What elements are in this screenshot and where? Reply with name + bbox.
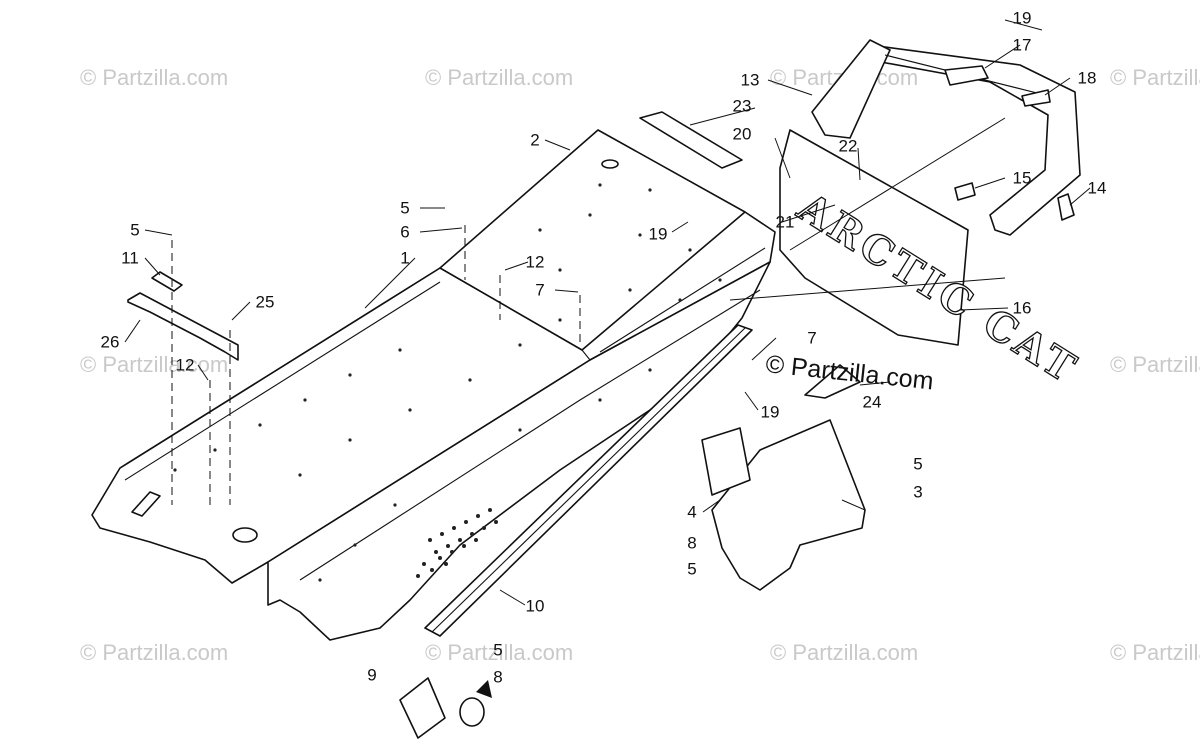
snow-flap: [779, 129, 969, 346]
callout-5: 5: [400, 199, 409, 218]
watermark: © Partzilla.com: [80, 640, 228, 665]
bracket-part-24: [804, 364, 861, 399]
callout-12: 12: [526, 253, 545, 272]
callout-15: 15: [1013, 169, 1032, 188]
watermark: © Partzilla.com: [425, 640, 573, 665]
bracket-part-4: [701, 427, 751, 496]
callout-14: 14: [1088, 179, 1107, 198]
callout-16: 16: [1013, 299, 1032, 318]
callout-18: 18: [1078, 69, 1097, 88]
rivet-holes: [173, 183, 722, 582]
tunnel-access-hole: [232, 527, 258, 543]
watermark: © Partzilla.com: [425, 65, 573, 90]
callout-5: 5: [130, 221, 139, 240]
tunnel-slot: [131, 491, 161, 517]
watermark: © Partzilla.com: [1110, 352, 1200, 377]
callout-17: 17: [1013, 36, 1032, 55]
callout-1: 1: [400, 249, 409, 268]
bumper-left-plate: [811, 39, 891, 139]
leader-lines: [124, 19, 1091, 606]
callout-13: 13: [741, 71, 760, 90]
arrow-icon: [476, 680, 492, 698]
callout-24: 24: [863, 393, 882, 412]
watermark: © Partzilla.com: [770, 640, 918, 665]
bracket-part-26: [127, 292, 239, 361]
callout-19: 19: [649, 225, 668, 244]
callout-7: 7: [807, 329, 816, 348]
tunnel-side-panel: [267, 261, 771, 641]
bracket-part-11: [151, 271, 183, 292]
callout-8: 8: [687, 534, 696, 553]
watermark: © Partzilla.com: [1110, 640, 1200, 665]
bracket-part-3: [711, 419, 866, 591]
plate-part-9: [399, 677, 446, 739]
perforation-pattern: [416, 508, 498, 578]
callout-5: 5: [913, 455, 922, 474]
callout-8: 8: [493, 668, 502, 687]
callout-3: 3: [913, 483, 922, 502]
watermark: © Partzilla.com: [80, 65, 228, 90]
bumper-cap-17: [944, 65, 989, 86]
callout-5: 5: [493, 641, 502, 660]
clip-part-14: [1057, 193, 1075, 221]
assembly-lines: [171, 225, 581, 505]
callout-9: 9: [367, 666, 376, 685]
washer-part-8: [459, 697, 485, 727]
callout-5: 5: [687, 560, 696, 579]
callout-23: 23: [733, 97, 752, 116]
callout-7: 7: [535, 281, 544, 300]
plate-part-23: [639, 111, 743, 169]
callout-19: 19: [761, 403, 780, 422]
callout-10: 10: [526, 597, 545, 616]
callout-4: 4: [687, 503, 696, 522]
watermark: © Partzilla.com: [80, 352, 228, 377]
callout-2: 2: [530, 131, 539, 150]
callout-12: 12: [176, 356, 195, 375]
callout-20: 20: [733, 125, 752, 144]
callout-labels: 1 2 3 4 5 5 5 5 5 6 7 7 8 8 9 10 11 12 1…: [101, 9, 1107, 687]
callout-26: 26: [101, 333, 120, 352]
callout-11: 11: [121, 249, 139, 268]
callout-6: 6: [400, 223, 409, 242]
tunnel-assembly: [91, 129, 776, 641]
callout-19: 19: [1013, 9, 1032, 28]
callout-25: 25: [256, 293, 275, 312]
center-watermark: © Partzilla.com: [764, 350, 934, 395]
callout-21: 21: [776, 213, 795, 232]
bracket-part-15: [954, 182, 976, 201]
bumper-cap-18: [1021, 89, 1051, 107]
callout-22: 22: [839, 137, 858, 156]
watermark: © Partzilla.com: [1110, 65, 1200, 90]
